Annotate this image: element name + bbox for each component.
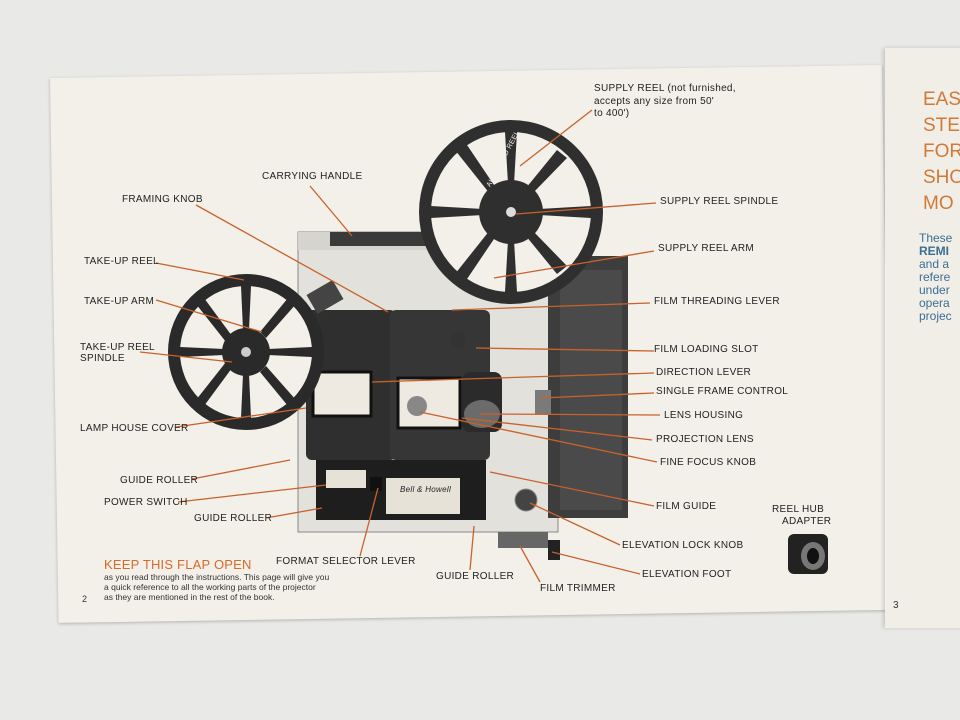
right-body-line-4: refere bbox=[919, 270, 951, 284]
right-body-line-6: opera bbox=[919, 296, 950, 310]
left-page-number: 2 bbox=[82, 594, 88, 604]
label-fine-focus-knob: FINE FOCUS KNOB bbox=[660, 457, 757, 468]
label-reel-hub: REEL HUB bbox=[772, 504, 825, 515]
label-direction-lever: DIRECTION LEVER bbox=[656, 367, 752, 378]
label-format-selector-lever: FORMAT SELECTOR LEVER bbox=[276, 556, 416, 567]
label-take-up-reel-spindle: TAKE-UP REEL bbox=[80, 342, 155, 353]
right-body-line-2: REMI bbox=[919, 244, 949, 258]
label-guide-roller-1: GUIDE ROLLER bbox=[120, 475, 199, 486]
label-power-switch: POWER SWITCH bbox=[104, 497, 188, 508]
label-supply-reel-spindle: SUPPLY REEL SPINDLE bbox=[660, 196, 779, 207]
brand-logo: Bell & Howell bbox=[400, 485, 452, 494]
right-body-line-5: under bbox=[919, 283, 950, 297]
label-take-up-reel: TAKE-UP REEL bbox=[84, 256, 159, 267]
label-projection-lens: PROJECTION LENS bbox=[656, 434, 754, 445]
supply-reel bbox=[419, 120, 603, 304]
label-film-trimmer: FILM TRIMMER bbox=[540, 583, 616, 594]
label-supply-reel: SUPPLY REEL (not furnished, bbox=[594, 83, 736, 94]
reel-hub-adapter-illustration bbox=[788, 534, 828, 574]
right-heading-line-5: MO bbox=[923, 193, 954, 214]
keep-body-line-2: a quick reference to all the working par… bbox=[104, 582, 316, 592]
keep-body-line-1: as you read through the instructions. Th… bbox=[104, 572, 330, 582]
label-lamp-house-cover: LAMP HOUSE COVER bbox=[80, 423, 189, 434]
label-lens-housing: LENS HOUSING bbox=[664, 410, 744, 421]
keep-flap-open-title: KEEP THIS FLAP OPEN bbox=[104, 557, 252, 572]
label-reel-hub-line-2: ADAPTER bbox=[782, 516, 832, 527]
label-guide-roller-3: GUIDE ROLLER bbox=[436, 571, 515, 582]
label-film-threading-lever: FILM THREADING LEVER bbox=[654, 296, 780, 307]
right-heading-line-4: SHO bbox=[923, 167, 960, 188]
right-heading-line-2: STE bbox=[923, 115, 960, 136]
label-elevation-lock-knob: ELEVATION LOCK KNOB bbox=[622, 540, 744, 551]
label-guide-roller-2: GUIDE ROLLER bbox=[194, 513, 273, 524]
right-body-line-1: These bbox=[919, 231, 953, 245]
right-body-line-3: and a bbox=[919, 257, 950, 271]
label-framing-knob: FRAMING KNOB bbox=[122, 194, 203, 205]
label-supply-reel-line-3: to 400') bbox=[594, 108, 630, 119]
label-take-up-arm: TAKE-UP ARM bbox=[84, 296, 155, 307]
right-heading-line-1: EAS bbox=[923, 89, 960, 110]
right-page-number: 3 bbox=[893, 600, 899, 611]
label-carrying-handle: CARRYING HANDLE bbox=[262, 171, 363, 182]
label-single-frame-control: SINGLE FRAME CONTROL bbox=[656, 386, 789, 397]
label-supply-reel-arm: SUPPLY REEL ARM bbox=[658, 243, 755, 254]
right-body-line-7: projec bbox=[919, 309, 952, 323]
label-take-up-reel-spindle-line-2: SPINDLE bbox=[80, 353, 125, 364]
label-film-guide: FILM GUIDE bbox=[656, 501, 717, 512]
keep-body-line-3: as they are mentioned in the rest of the… bbox=[104, 592, 275, 602]
take-up-reel bbox=[168, 274, 324, 430]
right-heading-line-3: FOR bbox=[923, 141, 960, 162]
label-film-loading-slot: FILM LOADING SLOT bbox=[654, 344, 759, 355]
right-page: EAS STE FOR SHO MO These REMI and a refe… bbox=[885, 48, 960, 628]
label-supply-reel-line-2: accepts any size from 50' bbox=[594, 96, 715, 107]
keep-flap-open-body: as you read through the instructions. Th… bbox=[104, 572, 384, 602]
label-elevation-foot: ELEVATION FOOT bbox=[642, 569, 732, 580]
